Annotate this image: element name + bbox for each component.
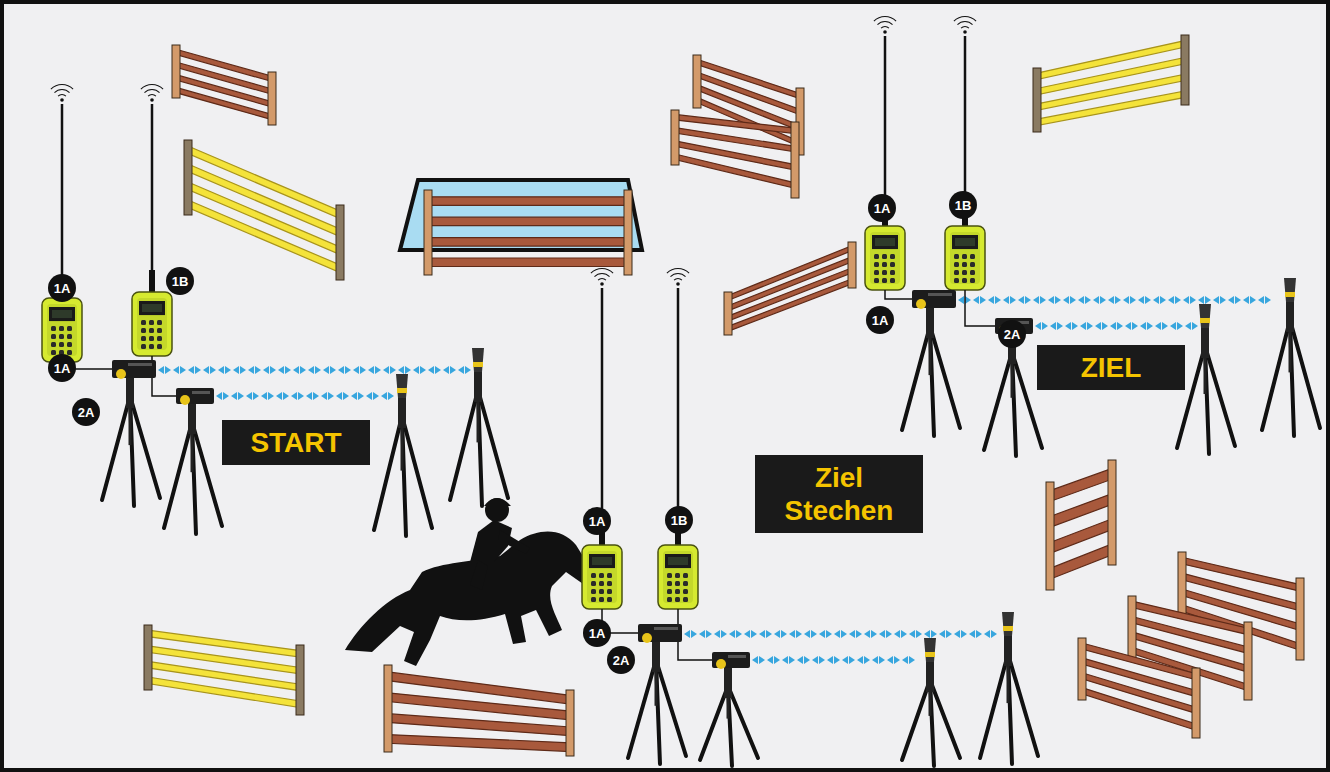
photocell <box>912 290 956 309</box>
station-label-box: START <box>222 420 370 465</box>
arena-drawing <box>42 16 1320 766</box>
callout-number: 2A <box>607 646 635 674</box>
jump-fence <box>1033 35 1189 132</box>
photocell <box>638 624 682 643</box>
horse-and-rider <box>345 498 594 666</box>
jump-fence <box>1046 460 1116 590</box>
tripod <box>1177 328 1235 454</box>
tripod <box>984 334 1042 456</box>
jump-fence <box>184 140 344 280</box>
cable <box>965 290 995 326</box>
reflector <box>472 348 484 372</box>
callout-number: 1A <box>48 274 76 302</box>
reflector <box>1002 612 1014 636</box>
light-beam <box>684 630 997 638</box>
tripod <box>700 668 758 766</box>
light-beam <box>958 296 1271 304</box>
jump-fence <box>1078 638 1200 738</box>
reflector <box>924 638 936 662</box>
tripod <box>980 636 1038 764</box>
light-beam <box>158 366 471 374</box>
light-beam <box>216 392 394 400</box>
tripod <box>902 662 960 766</box>
handheld-timer <box>945 16 985 290</box>
station-label: START <box>250 426 341 459</box>
tripod <box>450 372 508 506</box>
reflector <box>396 374 408 398</box>
station-label-box: ZIEL <box>1037 345 1185 390</box>
tripod <box>902 308 960 436</box>
jump-fence <box>1128 596 1252 700</box>
station-label-box: Ziel Stechen <box>755 455 923 533</box>
photocell <box>176 388 214 405</box>
jump-fence <box>424 190 632 275</box>
light-beam <box>752 656 915 664</box>
handheld-timer <box>865 16 905 290</box>
photocell <box>712 652 750 669</box>
cable <box>678 609 712 660</box>
photocell <box>112 360 156 379</box>
cable <box>885 290 912 299</box>
jump-fence <box>172 45 276 125</box>
callout-number: 2A <box>998 320 1026 348</box>
reflector <box>1284 278 1296 302</box>
handheld-timer <box>42 84 82 362</box>
tripod <box>164 404 222 534</box>
jump-fence <box>724 242 856 335</box>
jump-fence <box>1178 552 1304 660</box>
jump-fence <box>144 625 304 715</box>
handheld-timer <box>658 268 698 609</box>
jump-fence <box>384 665 574 756</box>
callout-number: 1B <box>949 191 977 219</box>
callout-number: 1A <box>866 306 894 334</box>
jump-fence <box>671 110 799 198</box>
callout-number: 1A <box>583 507 611 535</box>
reflector <box>1199 304 1211 328</box>
handheld-timer <box>132 84 172 356</box>
callout-number: 1B <box>166 267 194 295</box>
tripod <box>374 398 432 536</box>
light-beam <box>1035 322 1198 330</box>
station-label: Ziel Stechen <box>763 461 915 527</box>
callout-number: 1B <box>665 506 693 534</box>
callout-number: 1A <box>868 194 896 222</box>
tripod <box>1262 302 1320 436</box>
callout-number: 1A <box>583 619 611 647</box>
handheld-timer <box>582 268 622 609</box>
station-label: ZIEL <box>1081 351 1142 384</box>
callout-number: 1A <box>48 354 76 382</box>
water-jump <box>400 180 642 250</box>
callout-number: 2A <box>72 398 100 426</box>
tripod <box>102 378 160 506</box>
